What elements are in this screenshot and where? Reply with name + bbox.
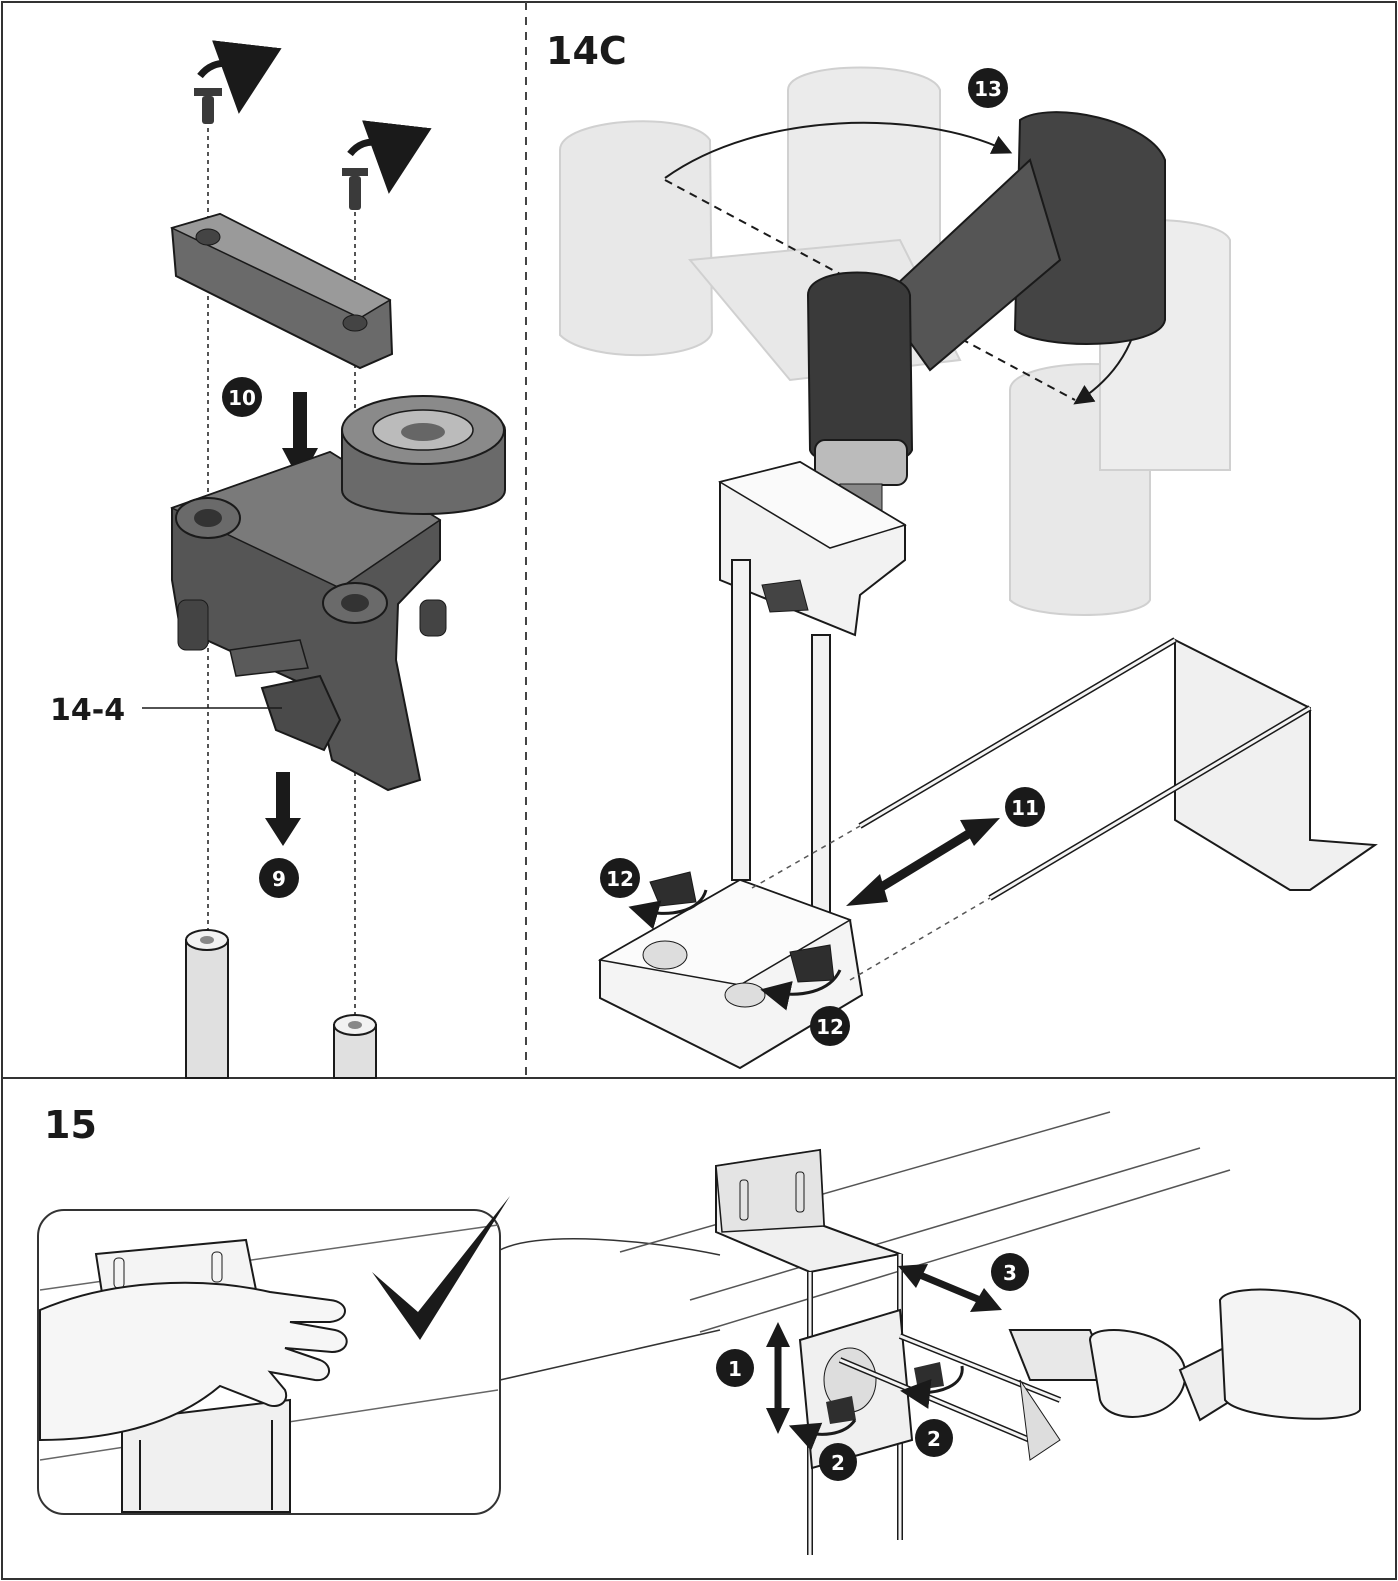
screw-right: [342, 168, 368, 210]
svg-text:12: 12: [606, 867, 634, 891]
left-panel: 14-4: [50, 40, 506, 1079]
l-bracket-with-rods: [751, 637, 1378, 981]
step-badge-12-left: 12: [600, 858, 640, 898]
step-badge-2-right: 2: [915, 1419, 953, 1457]
svg-text:2: 2: [831, 1451, 845, 1475]
step-badge-10: 10: [222, 377, 262, 417]
svg-text:1: 1: [728, 1357, 742, 1381]
rotate-arrow-icon: [760, 969, 842, 1011]
rotate-arrow-icon: [900, 1365, 964, 1409]
inset-detail-bubble: [37, 1209, 721, 1515]
part-label-14-4: 14-4: [50, 693, 125, 728]
drill-guide-body: [170, 395, 506, 792]
step-title-15: 15: [44, 1103, 97, 1147]
step-badge-11: 11: [1005, 787, 1045, 827]
svg-text:10: 10: [228, 386, 256, 410]
screw-left: [194, 88, 222, 124]
check-mark-icon: [372, 1196, 510, 1340]
rotate-arrow-icon: [197, 40, 282, 114]
rotation-guide-dashed: [664, 179, 1076, 401]
l-bracket-mounted: [715, 1148, 904, 1274]
cordless-drill-mounted: [1008, 1288, 1361, 1461]
svg-text:9: 9: [272, 867, 286, 891]
ghost-drill-positions: [559, 66, 1231, 616]
step-badge-1: 1: [716, 1349, 754, 1387]
rotate-arrow-icon: [788, 1419, 857, 1451]
step-badge-12-right: 12: [810, 1006, 850, 1046]
guide-rod: [731, 559, 751, 881]
cordless-drill: [806, 111, 1166, 515]
step-badge-13: 13: [968, 68, 1008, 108]
rotate-arrow-icon: [347, 120, 432, 194]
pillar-right: [333, 1014, 377, 1079]
svg-text:11: 11: [1011, 796, 1039, 820]
pillar-left: [185, 929, 229, 1079]
svg-text:13: 13: [974, 77, 1002, 101]
step-badge-3: 3: [991, 1253, 1029, 1291]
svg-text:2: 2: [927, 1427, 941, 1451]
double-arrow-icon: [867, 826, 978, 898]
step-badge-2-left: 2: [819, 1443, 857, 1481]
drill-guide-base: [597, 871, 864, 1070]
rotation-arc-arrow: [664, 121, 1013, 179]
right-panel: 14C: [546, 29, 1378, 1070]
guide-rod: [811, 634, 831, 926]
hand-illustration: [39, 1281, 348, 1442]
step-title-14c: 14C: [546, 29, 627, 73]
rotate-arrow-icon: [628, 889, 708, 930]
clamp-bar: [169, 212, 394, 370]
drill-guide-base-side: [798, 1308, 944, 1470]
svg-text:3: 3: [1003, 1261, 1017, 1285]
table-edge-line: [619, 1111, 1111, 1253]
bottom-panel: 15: [37, 1103, 1361, 1555]
svg-text:12: 12: [816, 1015, 844, 1039]
step-badge-9: 9: [259, 858, 299, 898]
double-arrow-icon: [918, 1271, 982, 1304]
